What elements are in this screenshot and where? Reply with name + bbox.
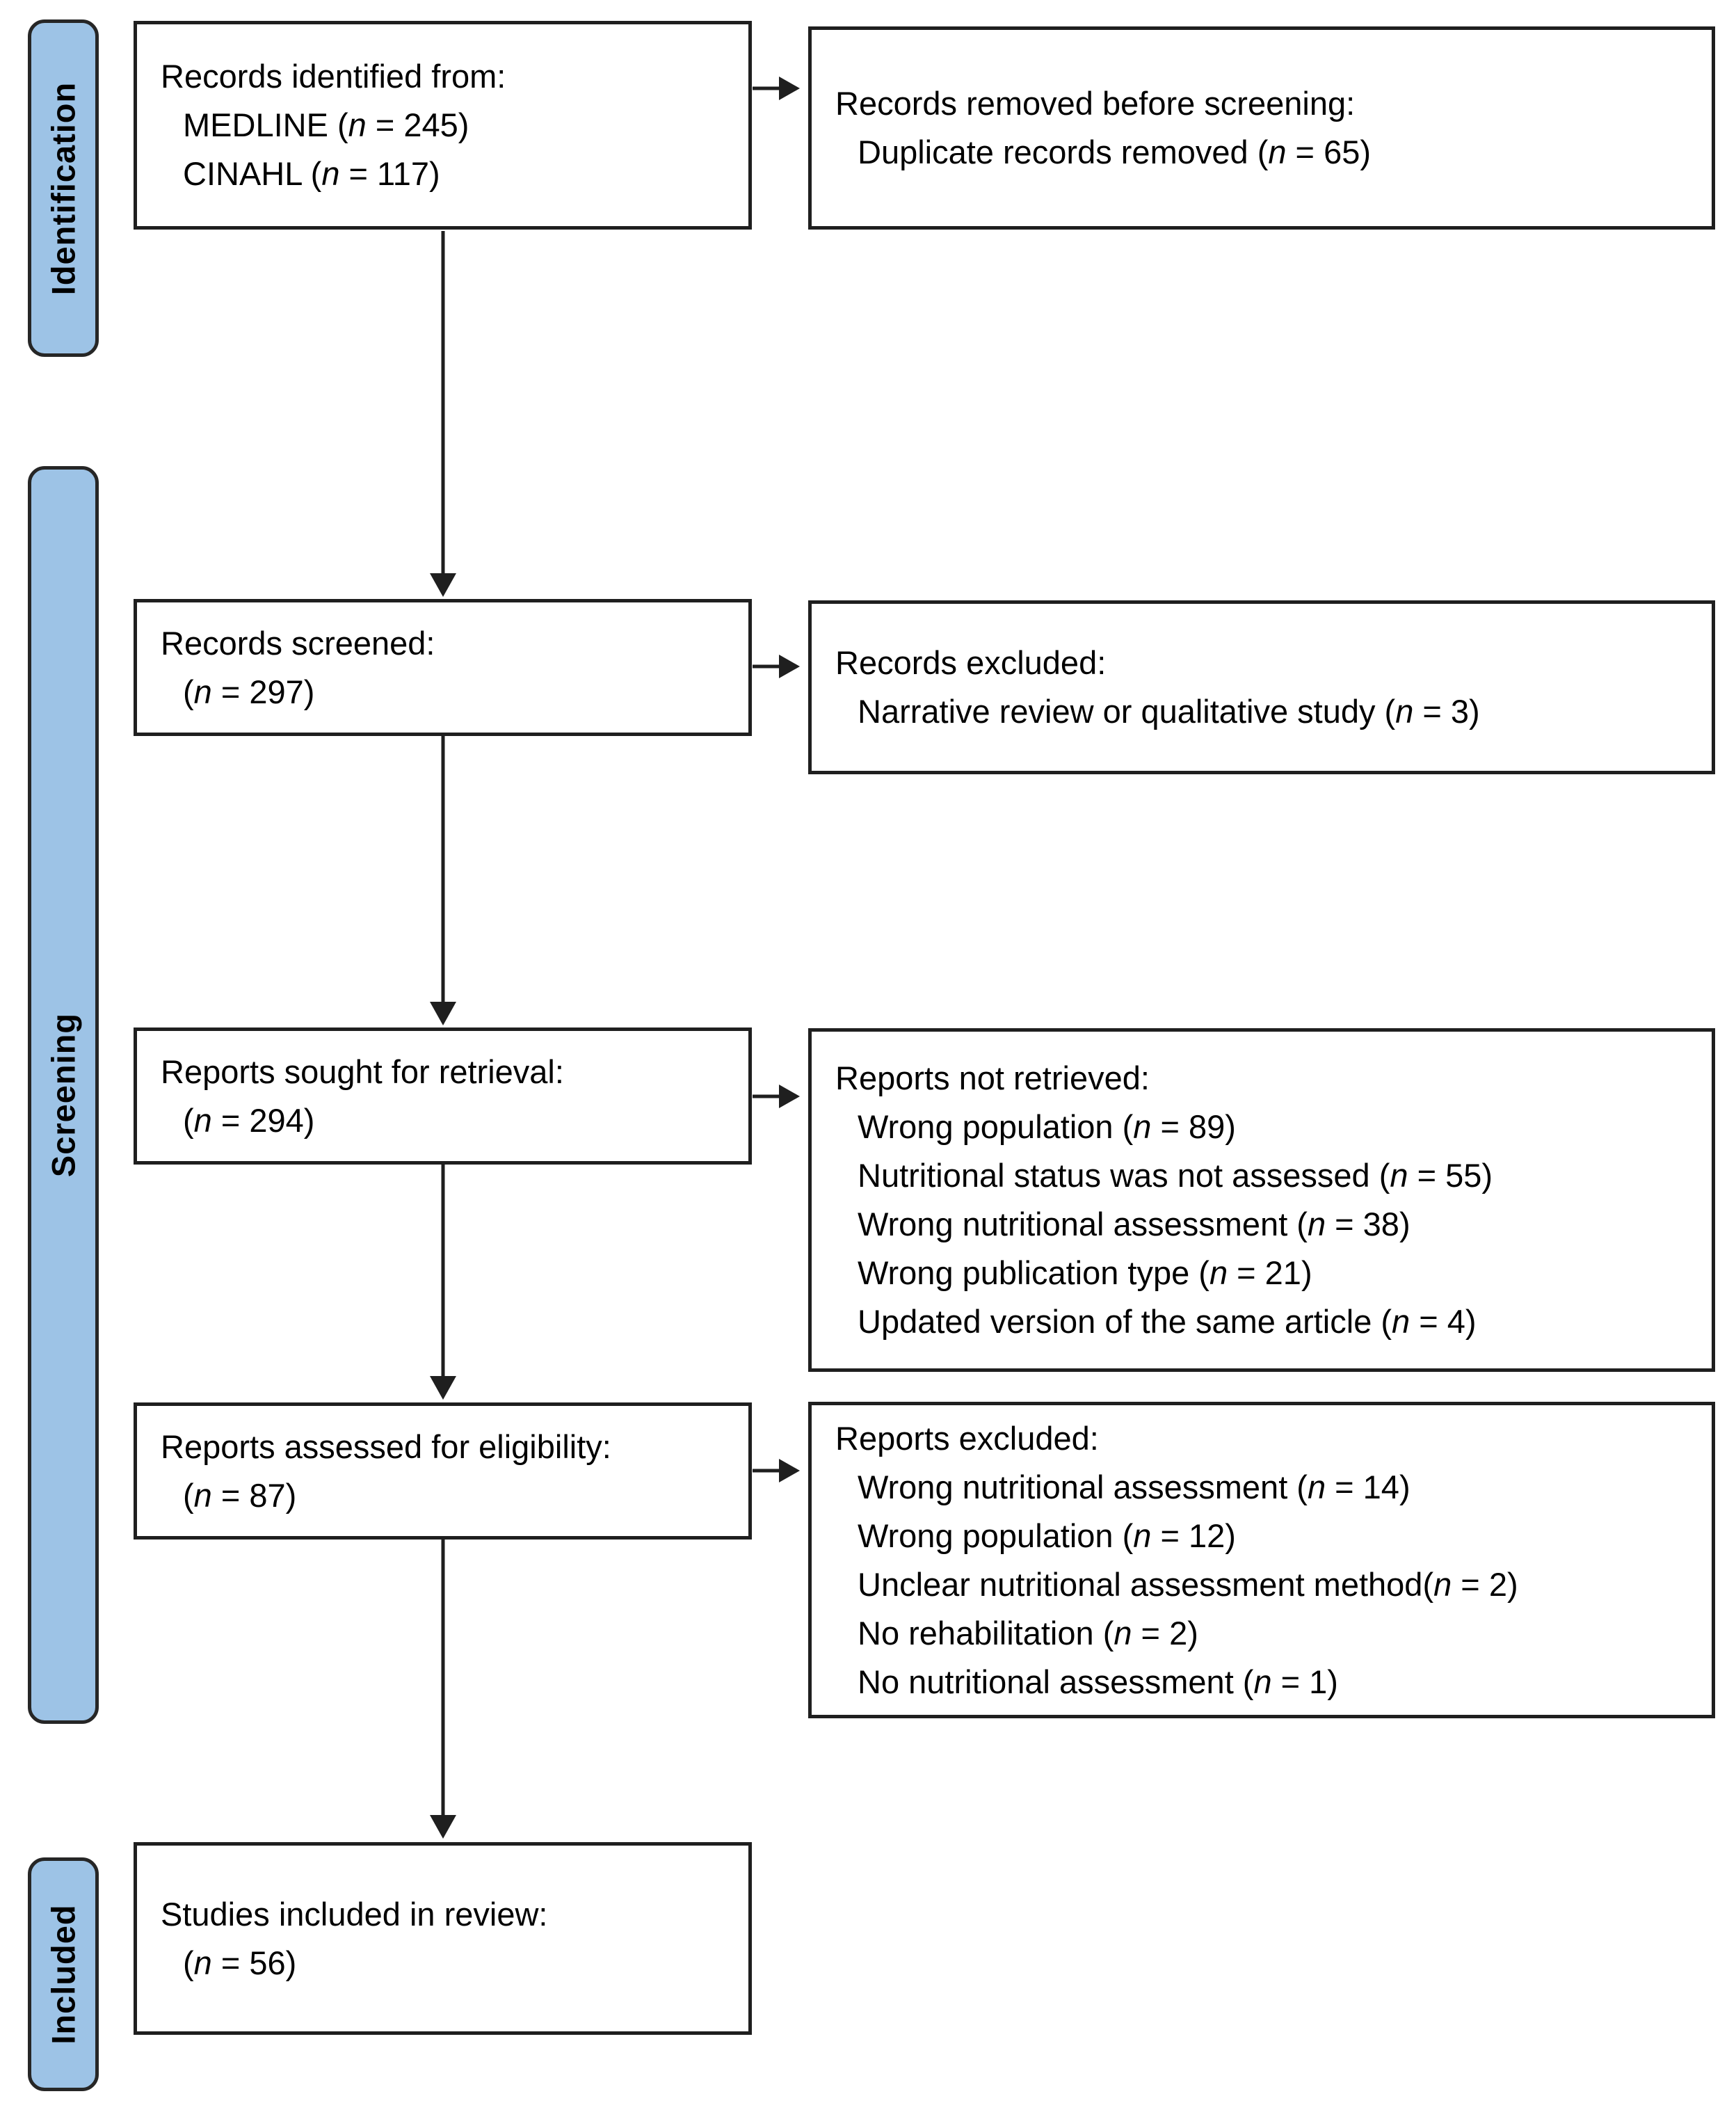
box-item: Unclear nutritional assessment method(n … [858,1565,1518,1603]
box-records-identified-items: MEDLINE (n = 245) CINAHL (n = 117) [161,101,736,198]
arrow-line [441,231,445,576]
box-records-identified: Records identified from: MEDLINE (n = 24… [134,21,752,230]
arrow-assessed-to-included [429,1540,457,1839]
arrow-assessed-to-reports-excluded [753,1459,800,1482]
stage-bar-screening: Screening [28,466,99,1724]
box-records-removed: Records removed before screening: Duplic… [808,26,1715,230]
box-reports-not-retrieved-items: Wrong population (n = 89) Nutritional sta… [835,1103,1699,1346]
box-reports-not-retrieved: Reports not retrieved: Wrong population … [808,1028,1715,1372]
box-item: No rehabilitation (n = 2) [858,1614,1198,1652]
arrow-right-head-icon [779,77,800,100]
arrow-line [753,1469,782,1473]
box-item: Nutritional status was not assessed (n =… [858,1157,1493,1194]
stage-label-identification: Identification [45,81,82,295]
box-reports-excluded-title: Reports excluded: [835,1419,1099,1457]
box-item: Updated version of the same article (n =… [858,1303,1477,1340]
box-item: Wrong population (n = 12) [858,1517,1236,1554]
arrow-down-head-icon [430,1002,456,1025]
arrow-down-head-icon [430,1815,456,1839]
box-item: Narrative review or qualitative study (n… [858,693,1480,730]
stage-label-screening: Screening [45,1012,82,1178]
box-item: CINAHL (n = 117) [183,155,440,192]
box-records-excluded: Records excluded: Narrative review or qu… [808,600,1715,774]
box-reports-sought-title: Reports sought for retrieval: [161,1053,564,1090]
box-item: (n = 56) [183,1944,297,1981]
arrow-sought-to-assessed [429,1165,457,1400]
box-reports-excluded-items: Wrong nutritional assessment (n = 14) Wro… [835,1463,1699,1706]
stage-label-included: Included [45,1904,82,2045]
arrow-right-head-icon [779,1459,800,1482]
box-records-identified-title: Records identified from: [161,58,506,95]
box-records-screened-title: Records screened: [161,624,435,662]
arrow-line [753,86,782,90]
arrow-screened-to-sought [429,736,457,1025]
box-records-excluded-items: Narrative review or qualitative study (n… [835,687,1699,736]
arrow-sought-to-not-retrieved [753,1085,800,1108]
box-reports-sought: Reports sought for retrieval: (n = 294) [134,1027,752,1165]
arrow-identified-to-screened [429,231,457,597]
arrow-line [753,1094,782,1098]
box-records-screened-items: (n = 297) [161,668,736,717]
box-item: Duplicate records removed (n = 65) [858,134,1371,170]
box-records-screened: Records screened: (n = 297) [134,599,752,736]
box-reports-assessed: Reports assessed for eligibility: (n = 8… [134,1402,752,1540]
arrow-line [753,664,782,669]
box-studies-included-title: Studies included in review: [161,1895,548,1933]
box-records-removed-title: Records removed before screening: [835,85,1356,122]
arrow-down-head-icon [430,1376,456,1400]
box-reports-sought-items: (n = 294) [161,1096,736,1145]
box-studies-included: Studies included in review: (n = 56) [134,1842,752,2035]
box-item: (n = 297) [183,673,315,710]
box-reports-assessed-items: (n = 87) [161,1471,736,1520]
box-records-removed-items: Duplicate records removed (n = 65) [835,128,1699,177]
box-reports-excluded: Reports excluded: Wrong nutritional asse… [808,1402,1715,1718]
box-item: Wrong population (n = 89) [858,1108,1236,1145]
box-item: No nutritional assessment (n = 1) [858,1663,1338,1700]
box-item: (n = 294) [183,1101,315,1139]
box-item: Wrong nutritional assessment (n = 38) [858,1206,1410,1242]
arrow-screened-to-excluded [753,655,800,678]
arrow-identified-to-removed [753,77,800,100]
arrow-right-head-icon [779,655,800,678]
box-reports-not-retrieved-title: Reports not retrieved: [835,1060,1150,1096]
arrow-line [441,1540,445,1818]
box-studies-included-items: (n = 56) [161,1939,736,1988]
box-records-excluded-title: Records excluded: [835,644,1107,681]
box-item: (n = 87) [183,1476,297,1514]
stage-bar-identification: Identification [28,19,99,357]
arrow-down-head-icon [430,573,456,597]
box-reports-assessed-title: Reports assessed for eligibility: [161,1428,611,1465]
stage-bar-included: Included [28,1857,99,2091]
box-item: MEDLINE (n = 245) [183,106,469,143]
arrow-line [441,736,445,1005]
box-item: Wrong nutritional assessment (n = 14) [858,1468,1410,1505]
arrow-line [441,1165,445,1379]
arrow-right-head-icon [779,1085,800,1108]
box-item: Wrong publication type (n = 21) [858,1254,1312,1291]
